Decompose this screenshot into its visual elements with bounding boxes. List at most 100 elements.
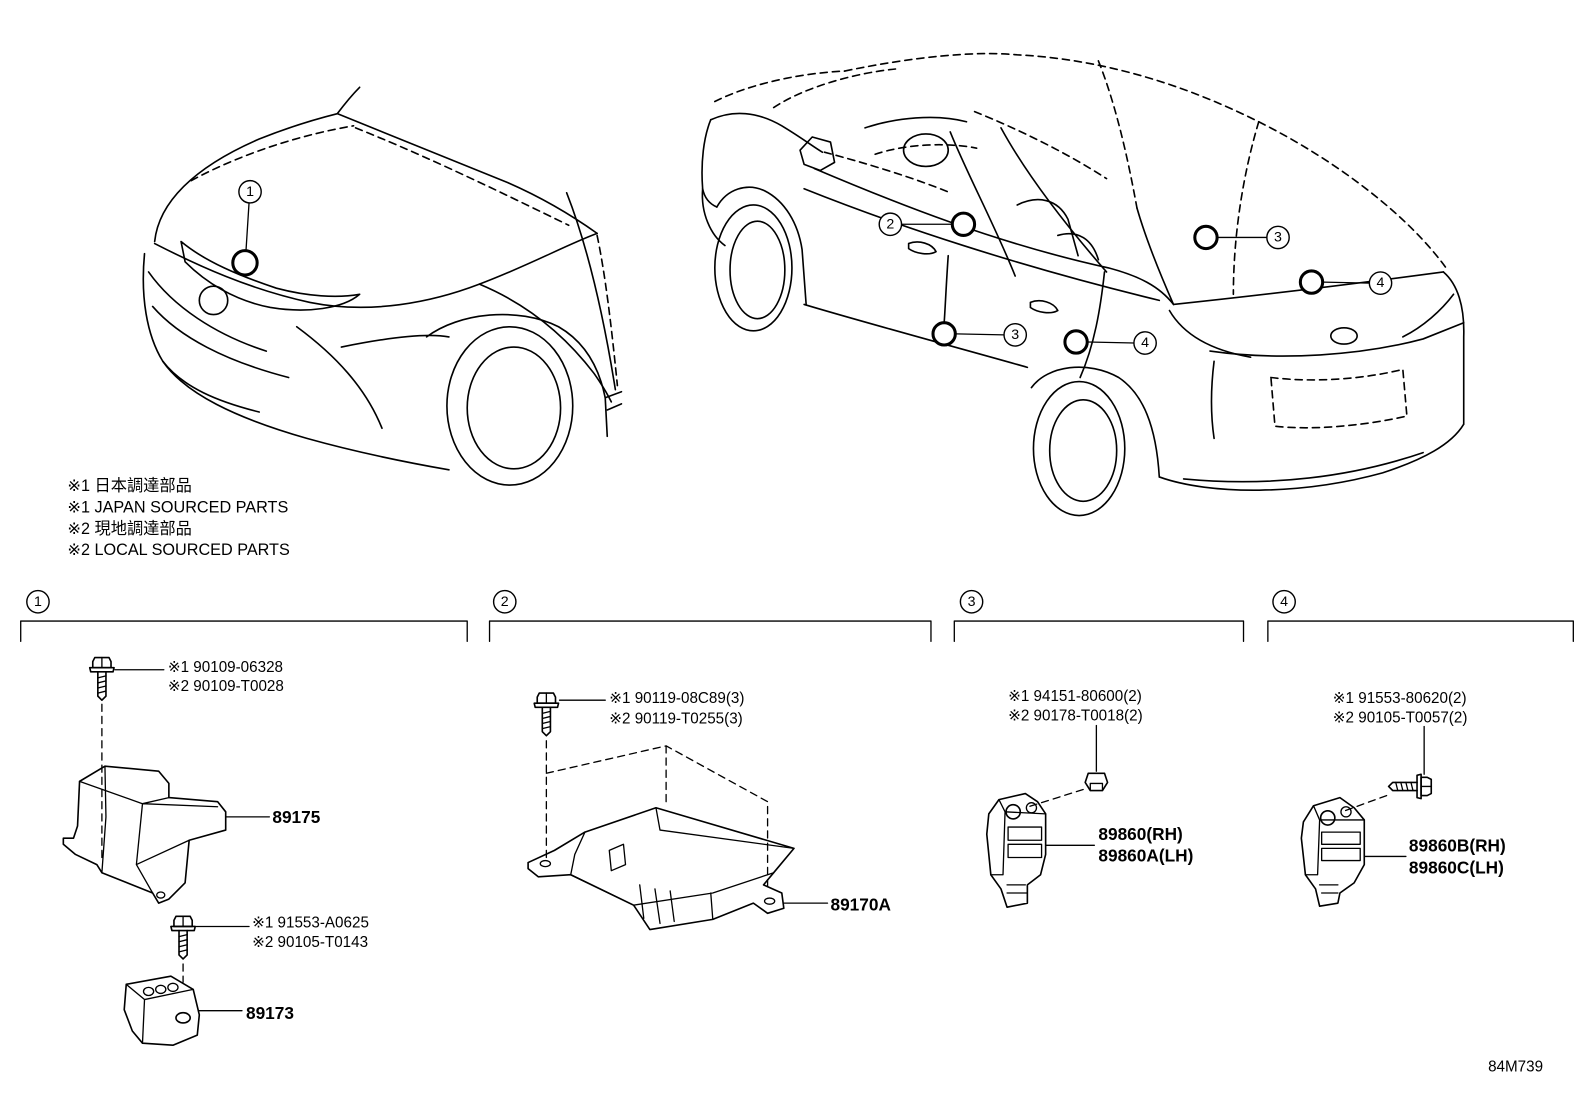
section-number: 3 bbox=[968, 594, 976, 610]
dashboard-line bbox=[864, 116, 968, 129]
bracket-outline bbox=[62, 765, 227, 904]
location-marker-rear-sensor-lh bbox=[1063, 329, 1089, 355]
a-pillar-line bbox=[336, 86, 361, 115]
sensor-window bbox=[1320, 831, 1361, 862]
door-frame-line bbox=[1000, 127, 1108, 273]
grille-line bbox=[151, 305, 290, 379]
section-4: 4 ※1 91553-80620(2) ※2 90105-T0057(2) 89… bbox=[1267, 589, 1574, 908]
callout-circle bbox=[1368, 271, 1393, 295]
side-mirror bbox=[799, 136, 836, 172]
fastener-part-number: ※1 90109-06328 bbox=[168, 659, 283, 676]
lower-bumper-line bbox=[161, 360, 260, 413]
sensor-detail bbox=[990, 798, 1047, 894]
section-1: 1 ※1 90109-06328 ※2 90109-T0028 89175 ※1… bbox=[20, 589, 468, 1047]
c-pillar-line bbox=[1136, 207, 1175, 306]
section-number-circle bbox=[1272, 589, 1296, 614]
sensor-mount-hole bbox=[1319, 809, 1336, 826]
sensor-outline bbox=[985, 792, 1047, 909]
dashboard-hidden-line bbox=[874, 143, 978, 156]
steering-wheel bbox=[902, 133, 950, 168]
roof-rail-hidden-line bbox=[973, 110, 1108, 180]
seat-outline bbox=[1016, 198, 1079, 257]
bumper-outline bbox=[142, 252, 450, 471]
note-line: ※2 現地調達部品 bbox=[67, 520, 191, 538]
sensor-hole bbox=[1025, 802, 1038, 814]
rear-bumper-top bbox=[1209, 321, 1465, 357]
location-marker-side-sensor-rh bbox=[1193, 224, 1219, 251]
character-line bbox=[803, 187, 1161, 302]
fastener-part-number: ※2 90105-T0057(2) bbox=[1333, 710, 1468, 727]
bolt-icon bbox=[88, 656, 115, 702]
rear-bumper-lower bbox=[1158, 423, 1465, 491]
callout-circle bbox=[878, 212, 903, 237]
nose-line bbox=[701, 118, 718, 208]
location-marker-rear-sensor-rh bbox=[1298, 269, 1325, 295]
callout-number: 4 bbox=[1141, 335, 1149, 351]
headlight-outline bbox=[180, 240, 361, 311]
callout-leader bbox=[1323, 281, 1371, 284]
rear-corner-line bbox=[1442, 271, 1465, 425]
callout-number: 3 bbox=[1011, 327, 1019, 343]
callout-leader bbox=[1087, 341, 1135, 344]
note-line: ※1 日本調達部品 bbox=[67, 477, 191, 495]
section-number: 4 bbox=[1280, 594, 1288, 610]
bolt-icon bbox=[1387, 773, 1433, 800]
front-rim bbox=[729, 220, 786, 320]
section-number: 2 bbox=[501, 594, 509, 610]
rear-wheel-arch bbox=[1030, 366, 1161, 478]
taillight-right bbox=[1402, 293, 1455, 338]
callout-number: 4 bbox=[1377, 275, 1385, 291]
location-marker-side-sensor-lh bbox=[931, 321, 957, 347]
part-number: 89173 bbox=[246, 1003, 294, 1023]
rear-door-edge bbox=[1079, 271, 1106, 379]
sensor-detail bbox=[1304, 805, 1365, 894]
fog-light bbox=[198, 285, 229, 316]
callout-leader bbox=[245, 202, 250, 252]
rocker-line bbox=[604, 390, 623, 411]
bolt-icon bbox=[533, 692, 560, 737]
fender-line bbox=[478, 283, 613, 403]
taillight-left bbox=[1168, 309, 1252, 359]
section-number-circle bbox=[959, 589, 984, 614]
section-bracket bbox=[1267, 620, 1574, 642]
grille-line bbox=[147, 271, 268, 352]
hood-front-line bbox=[153, 232, 598, 309]
rear-emblem bbox=[1329, 326, 1358, 345]
rear-window-hidden-line bbox=[1097, 60, 1138, 209]
hood-edge-line bbox=[153, 112, 339, 243]
front-car-illustration: 1 bbox=[142, 86, 623, 486]
fastener-part-number: ※1 94151-80600(2) bbox=[1008, 688, 1142, 705]
ecu-mount-hole bbox=[763, 897, 776, 905]
rear-tire bbox=[1032, 380, 1126, 517]
belt-line bbox=[813, 167, 1175, 306]
seat-outline bbox=[1056, 232, 1100, 261]
fastener-part-number: ※2 90119-T0255(3) bbox=[609, 711, 742, 728]
roof-hidden-line bbox=[843, 52, 1449, 271]
bumper-vent-line bbox=[340, 334, 450, 348]
sensor-outline bbox=[1300, 796, 1366, 908]
part-number: 89175 bbox=[272, 807, 320, 827]
assembly-line bbox=[1341, 794, 1388, 813]
sensor-mount-hole bbox=[175, 1011, 191, 1024]
fastener-part-number: ※2 90109-T0028 bbox=[168, 678, 284, 695]
front-tire bbox=[714, 204, 793, 332]
section-bracket bbox=[20, 620, 468, 642]
fender-top-line bbox=[709, 112, 824, 154]
fastener-part-number: ※1 90119-08C89(3) bbox=[609, 690, 744, 707]
section-2: 2 ※1 90119-08C89(3) ※2 90119-T0255(3) 89… bbox=[488, 589, 932, 931]
section-number: 1 bbox=[34, 594, 42, 610]
sensor-hole bbox=[1340, 806, 1352, 818]
window-hidden-line bbox=[823, 151, 952, 194]
fastener-part-number: ※1 91553-A0625 bbox=[252, 915, 369, 932]
hood-hidden-line bbox=[714, 70, 846, 103]
a-pillar-side-line bbox=[565, 191, 617, 391]
callout-circle bbox=[238, 179, 262, 204]
callout-leader bbox=[955, 333, 1005, 336]
callout-circle bbox=[1003, 323, 1028, 347]
section-3: 3 ※1 94151-80600(2) ※2 90178-T0018(2) 89… bbox=[953, 589, 1245, 909]
sensor-connector-pin bbox=[142, 986, 155, 997]
location-marker-center-sensor bbox=[950, 211, 977, 237]
door-handle bbox=[1029, 300, 1059, 314]
ecu-fins bbox=[639, 884, 675, 925]
section-number-circle bbox=[26, 589, 50, 614]
